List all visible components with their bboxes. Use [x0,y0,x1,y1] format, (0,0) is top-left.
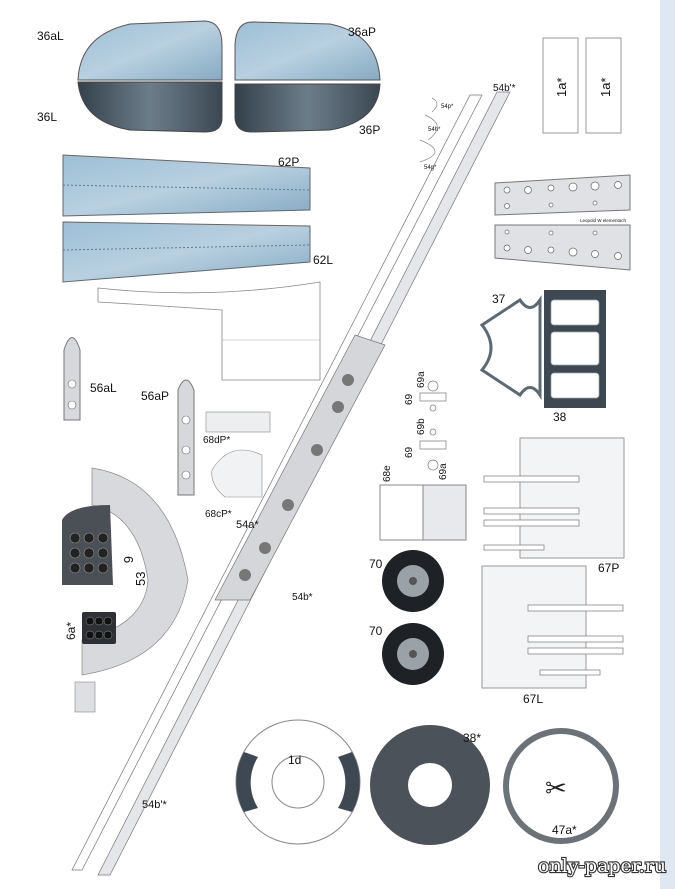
label-70-top: 70 [369,557,383,571]
part-strip-small [74,681,96,713]
label-36L: 36L [37,110,57,124]
watermark: only-paper.ru [538,855,666,877]
label-67L: 67L [523,692,543,706]
label-36aL: 36aL [37,29,64,43]
label-54a: 54a* [236,519,259,531]
label-56aP: 56aP [141,389,169,403]
part-56aP [177,379,195,496]
label-56aL: 56aL [90,381,117,395]
label-1a-left: 1a* [554,77,569,97]
part-68cP [211,449,263,498]
part-54-small-set [419,97,438,163]
part-36aL [77,20,223,133]
part-67L [481,565,587,689]
label-69b: 69b [416,418,427,435]
label-1d: 1d [288,753,301,767]
part-37 [479,295,542,400]
label-36P: 36P [359,123,380,137]
label-54g: 54g* [424,165,437,171]
label-54b-mid: 54b* [292,592,313,603]
label-69a-bottom: 69a [438,463,449,480]
part-62P [62,154,311,217]
side-strip [660,0,675,889]
label-68cP: 68cP* [205,509,232,520]
label-6: 6 [121,556,136,563]
part-1a-right [585,37,622,134]
part-rib-panel-bottom [494,224,631,271]
label-36aP: 36aP [348,25,376,39]
label-62P: 62P [278,155,299,169]
label-68dP: 68dP* [203,435,230,446]
part-68dP [205,411,271,433]
part-47a [503,728,619,844]
label-70-bottom: 70 [369,624,383,638]
label-69-bottom: 69 [404,446,415,458]
part-70-wheel-top [382,550,444,612]
label-53: 53 [133,572,148,586]
part-54a [214,334,386,601]
part-1d [235,719,361,845]
scissors-icon: ✂ [545,774,567,804]
label-54b1-top: 54b'* [493,83,516,94]
label-62L: 62L [313,253,333,267]
label-67P: 67P [598,561,619,575]
label-47a: 47a* [552,823,577,837]
label-38: 38 [553,410,567,424]
wing-note: Leopold W elementach [580,218,627,223]
part-68e [379,484,424,541]
part-56aL [63,337,81,421]
label-69-top: 69 [404,393,415,405]
part-36aP [234,21,381,133]
label-6a: 6a* [64,622,78,640]
label-54p: 54p* [441,104,454,110]
label-54b1-bottom: 54b'* [142,799,167,811]
label-37: 37 [492,292,506,306]
part-6a-instrument-panel [82,612,116,644]
part-outline-1 [97,281,321,381]
part-6-instrument-panel [62,505,113,585]
label-69a-top: 69a [416,371,427,388]
part-70-wheel-bottom [382,623,444,685]
part-62L [62,221,311,283]
part-67P [519,437,625,559]
part-38s [370,725,490,845]
label-54h: 54h* [428,127,441,133]
part-1a-left [542,37,579,134]
label-68e: 68e [382,465,393,482]
label-1a-right: 1a* [598,77,613,97]
label-38s: 38* [463,731,481,745]
part-69-set [419,380,447,471]
